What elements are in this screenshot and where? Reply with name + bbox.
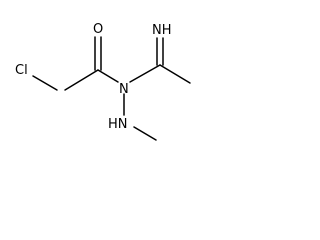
bond-carbonyl-n bbox=[97, 69, 119, 83]
atom-label-nh: NH bbox=[152, 23, 172, 38]
structure-canvas: Cl O N NH HN bbox=[0, 0, 224, 166]
atom-label-hn: HN bbox=[108, 117, 128, 132]
atom-label-n: N bbox=[119, 82, 129, 97]
molecule-drawing: Cl O N NH HN bbox=[15, 22, 191, 141]
atom-label-cl: Cl bbox=[15, 63, 28, 78]
bond-amidine-methyl bbox=[159, 64, 191, 84]
atom-label-o: O bbox=[93, 22, 103, 37]
bond-ch2-carbonyl bbox=[64, 69, 99, 91]
bond-n-amidine bbox=[129, 64, 161, 83]
bond-nh-methyl bbox=[133, 126, 157, 141]
bond-cl-ch2 bbox=[32, 75, 58, 91]
